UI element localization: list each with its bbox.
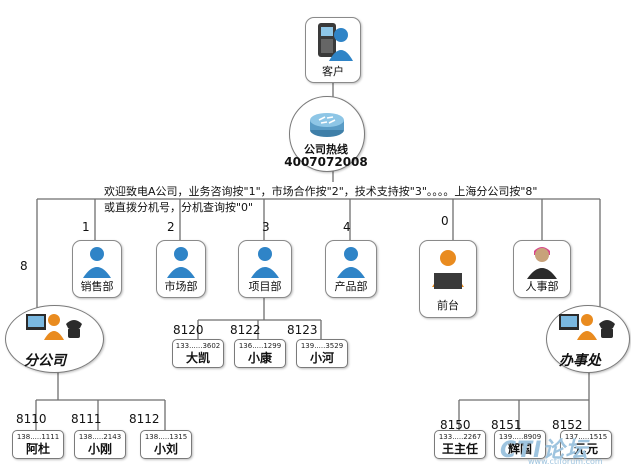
staff-name: 大凯	[185, 351, 210, 365]
staff-phone: 139.....8909	[498, 433, 542, 441]
staff-phone: 136.....1299	[238, 342, 282, 350]
key-label-reception: 0	[441, 214, 449, 228]
office-node[interactable]: 办事处	[546, 305, 630, 373]
receptionist-icon	[432, 250, 464, 289]
person-icon	[337, 247, 365, 278]
branch-node[interactable]: 分公司	[5, 305, 104, 373]
ext-number: 8110	[16, 412, 47, 426]
dept-product[interactable]: 产品部	[325, 240, 377, 298]
watermark-logo: CTI论坛	[500, 438, 589, 463]
staff-name: 小康	[247, 351, 272, 365]
staff-phone: 137.....1515	[564, 433, 608, 441]
dept-reception[interactable]: 前台	[419, 240, 477, 318]
computer-phone-icon	[559, 314, 615, 340]
dept-sales-label: 销售部	[80, 280, 114, 293]
staff-card[interactable]: 139.....8909 辉国	[494, 430, 546, 459]
ext-number: 8151	[491, 418, 522, 432]
ext-number: 8120	[173, 323, 204, 337]
customer-node[interactable]: 客户	[305, 17, 361, 83]
ext-number: 8152	[552, 418, 583, 432]
staff-name: 元元	[573, 442, 598, 456]
dept-hr-label: 人事部	[525, 280, 559, 293]
key-label-project: 3	[262, 220, 270, 234]
person-icon	[83, 247, 111, 278]
branch-label: 分公司	[24, 353, 66, 369]
greeting-line-1: 欢迎致电A公司，业务咨询按"1"，市场合作按"2"，技术支持按"3"。。。。上海…	[104, 185, 538, 198]
staff-name: 王主任	[441, 442, 478, 456]
dept-project[interactable]: 项目部	[238, 240, 292, 298]
ext-number: 8111	[71, 412, 102, 426]
ext-number: 8112	[129, 412, 160, 426]
dept-marketing-label: 市场部	[164, 280, 198, 293]
staff-card[interactable]: 137.....1515 元元	[560, 430, 612, 459]
staff-card[interactable]: 136.....1299 小康	[234, 339, 286, 368]
staff-name: 辉国	[507, 442, 532, 456]
hotline-number: 4007072008	[284, 155, 368, 169]
customer-label: 客户	[322, 65, 344, 78]
staff-phone: 133.....2267	[438, 433, 482, 441]
router-icon	[310, 113, 344, 137]
staff-phone: 133......3602	[175, 342, 221, 350]
staff-name: 小河	[309, 351, 334, 365]
staff-phone: 138.....1315	[144, 433, 188, 441]
dept-marketing[interactable]: 市场部	[156, 240, 206, 298]
person-icon	[167, 247, 195, 278]
staff-card[interactable]: 139.....3529 小河	[296, 339, 348, 368]
key-label-branch: 8	[20, 259, 28, 273]
dept-reception-label: 前台	[437, 299, 459, 312]
key-label-sales: 1	[82, 220, 90, 234]
woman-icon	[527, 247, 557, 279]
greeting-line-2: 或直拨分机号，分机查询按"0"	[104, 201, 254, 214]
customer-icon	[318, 23, 353, 61]
staff-card[interactable]: 138.....1315 小刘	[140, 430, 192, 459]
office-label: 办事处	[559, 353, 601, 369]
hotline-name: 公司热线	[304, 143, 348, 156]
staff-card[interactable]: 138.....1111 阿杜	[12, 430, 64, 459]
staff-phone: 138.....2143	[78, 433, 122, 441]
staff-card[interactable]: 133......3602 大凯	[172, 339, 224, 368]
staff-phone: 139.....3529	[300, 342, 344, 350]
ext-number: 8122	[230, 323, 261, 337]
dept-product-label: 产品部	[334, 280, 368, 293]
ext-number: 8123	[287, 323, 318, 337]
person-icon	[251, 247, 279, 278]
key-label-product: 4	[343, 220, 351, 234]
staff-name: 小刘	[153, 442, 178, 456]
computer-phone-icon	[26, 314, 82, 340]
watermark-url: www.ctiforum.com	[528, 457, 603, 466]
staff-phone: 138.....1111	[16, 433, 60, 441]
staff-name: 小刚	[87, 442, 112, 456]
dept-project-label: 项目部	[248, 280, 282, 293]
ext-number: 8150	[440, 418, 471, 432]
dept-hr[interactable]: 人事部	[513, 240, 571, 298]
staff-card[interactable]: 133.....2267 王主任	[434, 430, 486, 459]
key-label-marketing: 2	[167, 220, 175, 234]
dept-sales[interactable]: 销售部	[72, 240, 122, 298]
staff-card[interactable]: 138.....2143 小刚	[74, 430, 126, 459]
staff-name: 阿杜	[25, 442, 50, 456]
